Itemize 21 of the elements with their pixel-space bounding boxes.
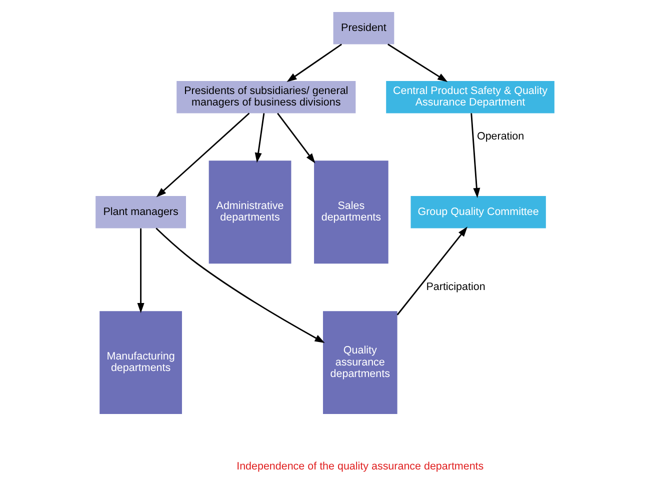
- arrow: [470, 113, 480, 198]
- arrow: [277, 112, 316, 164]
- node-box: Presidents of subsidiaries/ general managers of business divisions: [176, 80, 356, 114]
- edge-label: Operation: [476, 130, 524, 143]
- node-box: President: [333, 12, 394, 44]
- node-box: Sales departments: [314, 160, 388, 264]
- node-box: Central Product Safety & Quality Assurance Department: [386, 80, 554, 114]
- node-box: Quality assurance departments: [322, 311, 398, 414]
- edge-label: Participation: [426, 281, 486, 294]
- arrow: [396, 226, 468, 316]
- label: Independence of the quality assurance departments: [236, 460, 484, 473]
- arrow: [156, 112, 250, 198]
- arrow: [388, 44, 448, 82]
- arrow: [156, 228, 325, 343]
- node-box: Administrative departments: [208, 160, 292, 264]
- arrow: [254, 113, 265, 163]
- node-box: Plant managers: [96, 196, 186, 228]
- node-box: Manufacturing departments: [100, 311, 182, 414]
- arrow: [286, 44, 342, 82]
- arrow: [137, 228, 144, 314]
- node-box: Group Quality Committee: [410, 196, 546, 228]
